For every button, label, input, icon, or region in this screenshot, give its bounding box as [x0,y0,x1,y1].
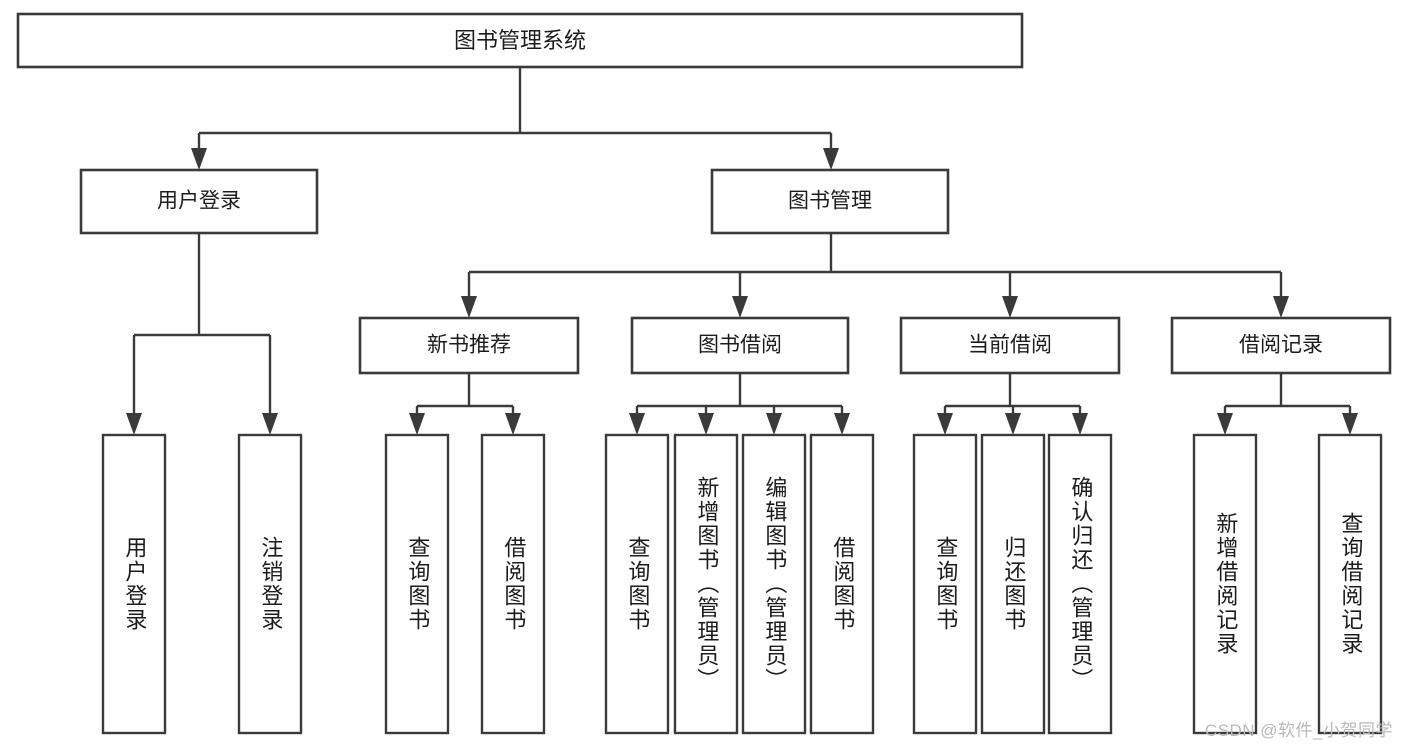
node-leaf-borrow-book-2-box[interactable] [809,433,875,735]
node-root-label: 图书管理系统 [454,28,586,53]
node-leaf-user-login-box[interactable] [101,433,167,735]
node-book-manage-label: 图书管理 [788,190,872,213]
arrowhead-leaf-edit-book [766,413,782,435]
arrowhead-leaf-query-book-1 [409,413,425,435]
node-current-borrow[interactable]: 当前借阅 [899,316,1121,375]
arrowhead-leaf-query-book-2 [629,413,645,435]
node-leaf-add-record-box[interactable] [1192,433,1258,735]
csdn-watermark: CSDN @软件_小贺同学 [1204,721,1393,740]
edges-group [126,67,1358,435]
node-book-manage-box[interactable] [710,168,950,235]
node-leaf-query-book-1-box[interactable] [384,433,450,735]
node-borrow-record-box[interactable] [1170,316,1392,375]
node-book-borrow-label: 图书借阅 [698,334,782,357]
arrowhead-current-borrow [1002,296,1018,318]
arrowhead-borrow-record [1273,296,1289,318]
arrowhead-leaf-user-login [126,413,142,435]
node-new-book-rec-label: 新书推荐 [427,334,511,357]
node-new-book-rec[interactable]: 新书推荐 [358,316,580,375]
node-user-login[interactable]: 用户登录 [79,168,319,235]
node-leaf-query-book-3-box[interactable] [912,433,978,735]
arrowhead-leaf-query-book-3 [937,413,953,435]
node-borrow-record[interactable]: 借阅记录 [1170,316,1392,375]
node-current-borrow-label: 当前借阅 [968,334,1052,357]
arrowhead-leaf-add-book [698,413,714,435]
arrowhead-leaf-confirm-return [1072,413,1088,435]
arrowhead-leaf-add-record [1217,413,1233,435]
arrowhead-new-book-rec [461,296,477,318]
node-leaf-borrow-book-1-box[interactable] [480,433,546,735]
node-leaf-return-book-box[interactable] [980,433,1046,735]
arrowhead-book-manage [823,148,839,170]
node-borrow-record-label: 借阅记录 [1239,334,1323,357]
node-user-login-label: 用户登录 [157,190,241,213]
node-leaf-confirm-return-box[interactable] [1047,433,1113,735]
node-leaf-query-book-2-box[interactable] [604,433,670,735]
nodes-group: 图书管理系统 用户登录 图书管理 新书推荐 图书借阅 当前 [16,12,1392,735]
arrowhead-user-login [191,148,207,170]
node-new-book-rec-box[interactable] [358,316,580,375]
node-leaf-query-record-box[interactable] [1317,433,1383,735]
arrowhead-leaf-borrow-book-2 [834,413,850,435]
node-book-borrow-box[interactable] [630,316,850,375]
node-root-box[interactable] [16,12,1024,69]
node-current-borrow-box[interactable] [899,316,1121,375]
node-leaf-user-logout-box[interactable] [237,433,303,735]
arrowhead-book-borrow [732,296,748,318]
node-user-login-box[interactable] [79,168,319,235]
node-book-manage[interactable]: 图书管理 [710,168,950,235]
arrowhead-leaf-user-logout [262,413,278,435]
arrowhead-leaf-return-book [1005,413,1021,435]
arrowhead-leaf-borrow-book-1 [505,413,521,435]
node-leaf-add-book-box[interactable] [673,433,739,735]
arrowhead-leaf-query-record [1342,413,1358,435]
node-root[interactable]: 图书管理系统 [16,12,1024,69]
node-book-borrow[interactable]: 图书借阅 [630,316,850,375]
node-leaf-edit-book-box[interactable] [741,433,807,735]
